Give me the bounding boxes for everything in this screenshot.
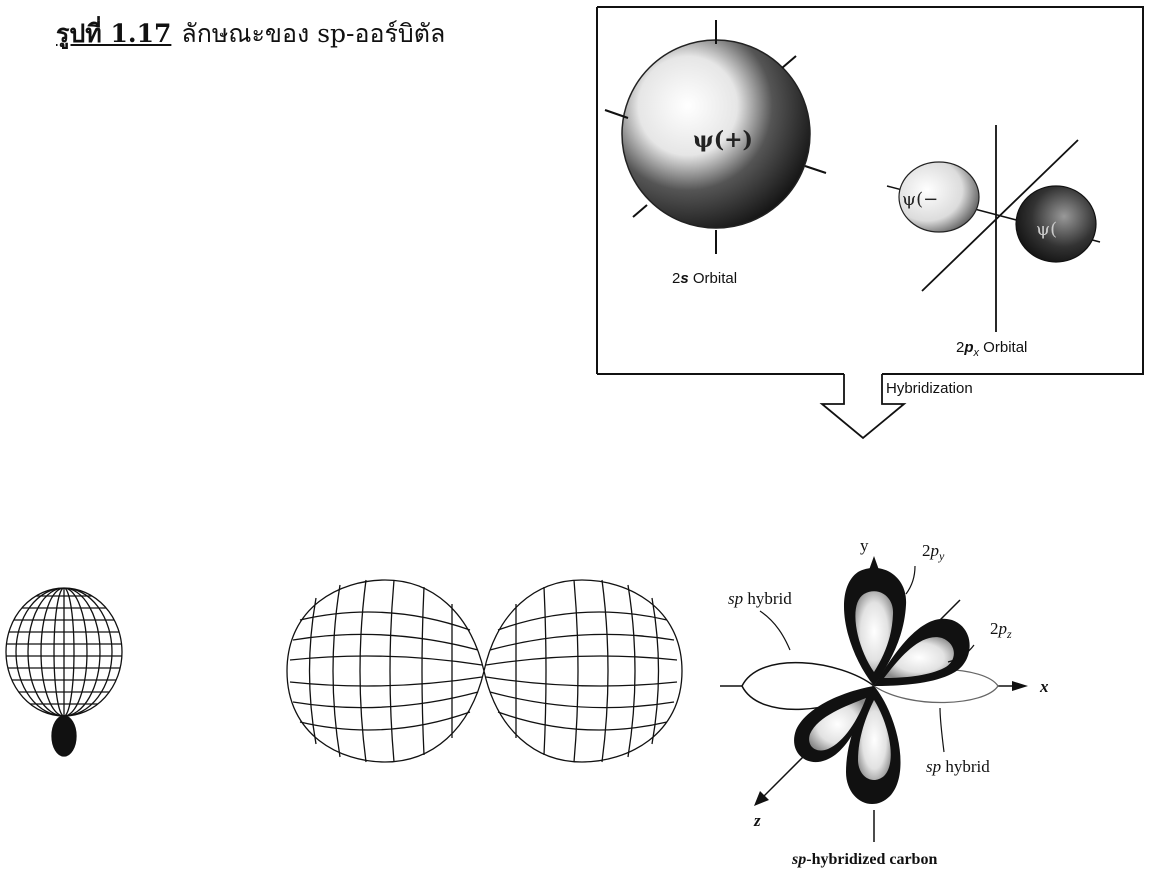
s-orbital-label: 2s Orbital xyxy=(672,270,737,287)
y-axis-label: y xyxy=(860,536,869,555)
sp-hybrid-wireframe xyxy=(0,588,130,756)
p-orbital: ψ(− ψ( xyxy=(887,125,1100,332)
p-orbital-label: 2px Orbital xyxy=(956,339,1027,359)
label-2pz: 2pz xyxy=(990,619,1012,641)
hybridization-label: Hybridization xyxy=(886,380,973,397)
small-back-lobe xyxy=(52,716,76,756)
hybridization-box: ψ(+) 2s Orbital ψ(− ψ( 2px Orbital Hybri… xyxy=(597,7,1143,438)
sp-two-lobes-wireframe xyxy=(287,580,682,762)
sp-hybridized-carbon: y x z 2py 2pz sp hybrid sp hybrid sp-hyb… xyxy=(720,536,1049,868)
x-axis-label: x xyxy=(1039,677,1049,696)
s-orbital: ψ(+) xyxy=(605,20,826,254)
s-orbital-sign: ψ(+) xyxy=(693,127,753,153)
z-axis-label: z xyxy=(753,811,761,830)
p-orbital-sign-left: ψ(− xyxy=(902,189,938,210)
sp-hybrid-label-left: sp hybrid xyxy=(728,589,792,608)
sp-hybridized-carbon-caption: sp-hybridized carbon xyxy=(791,851,937,868)
x-axis-arrow xyxy=(1012,681,1028,691)
label-2py: 2py xyxy=(922,541,945,563)
sp-hybrid-label-right: sp hybrid xyxy=(926,757,990,776)
p-orbital-sign-right: ψ( xyxy=(1036,219,1057,240)
